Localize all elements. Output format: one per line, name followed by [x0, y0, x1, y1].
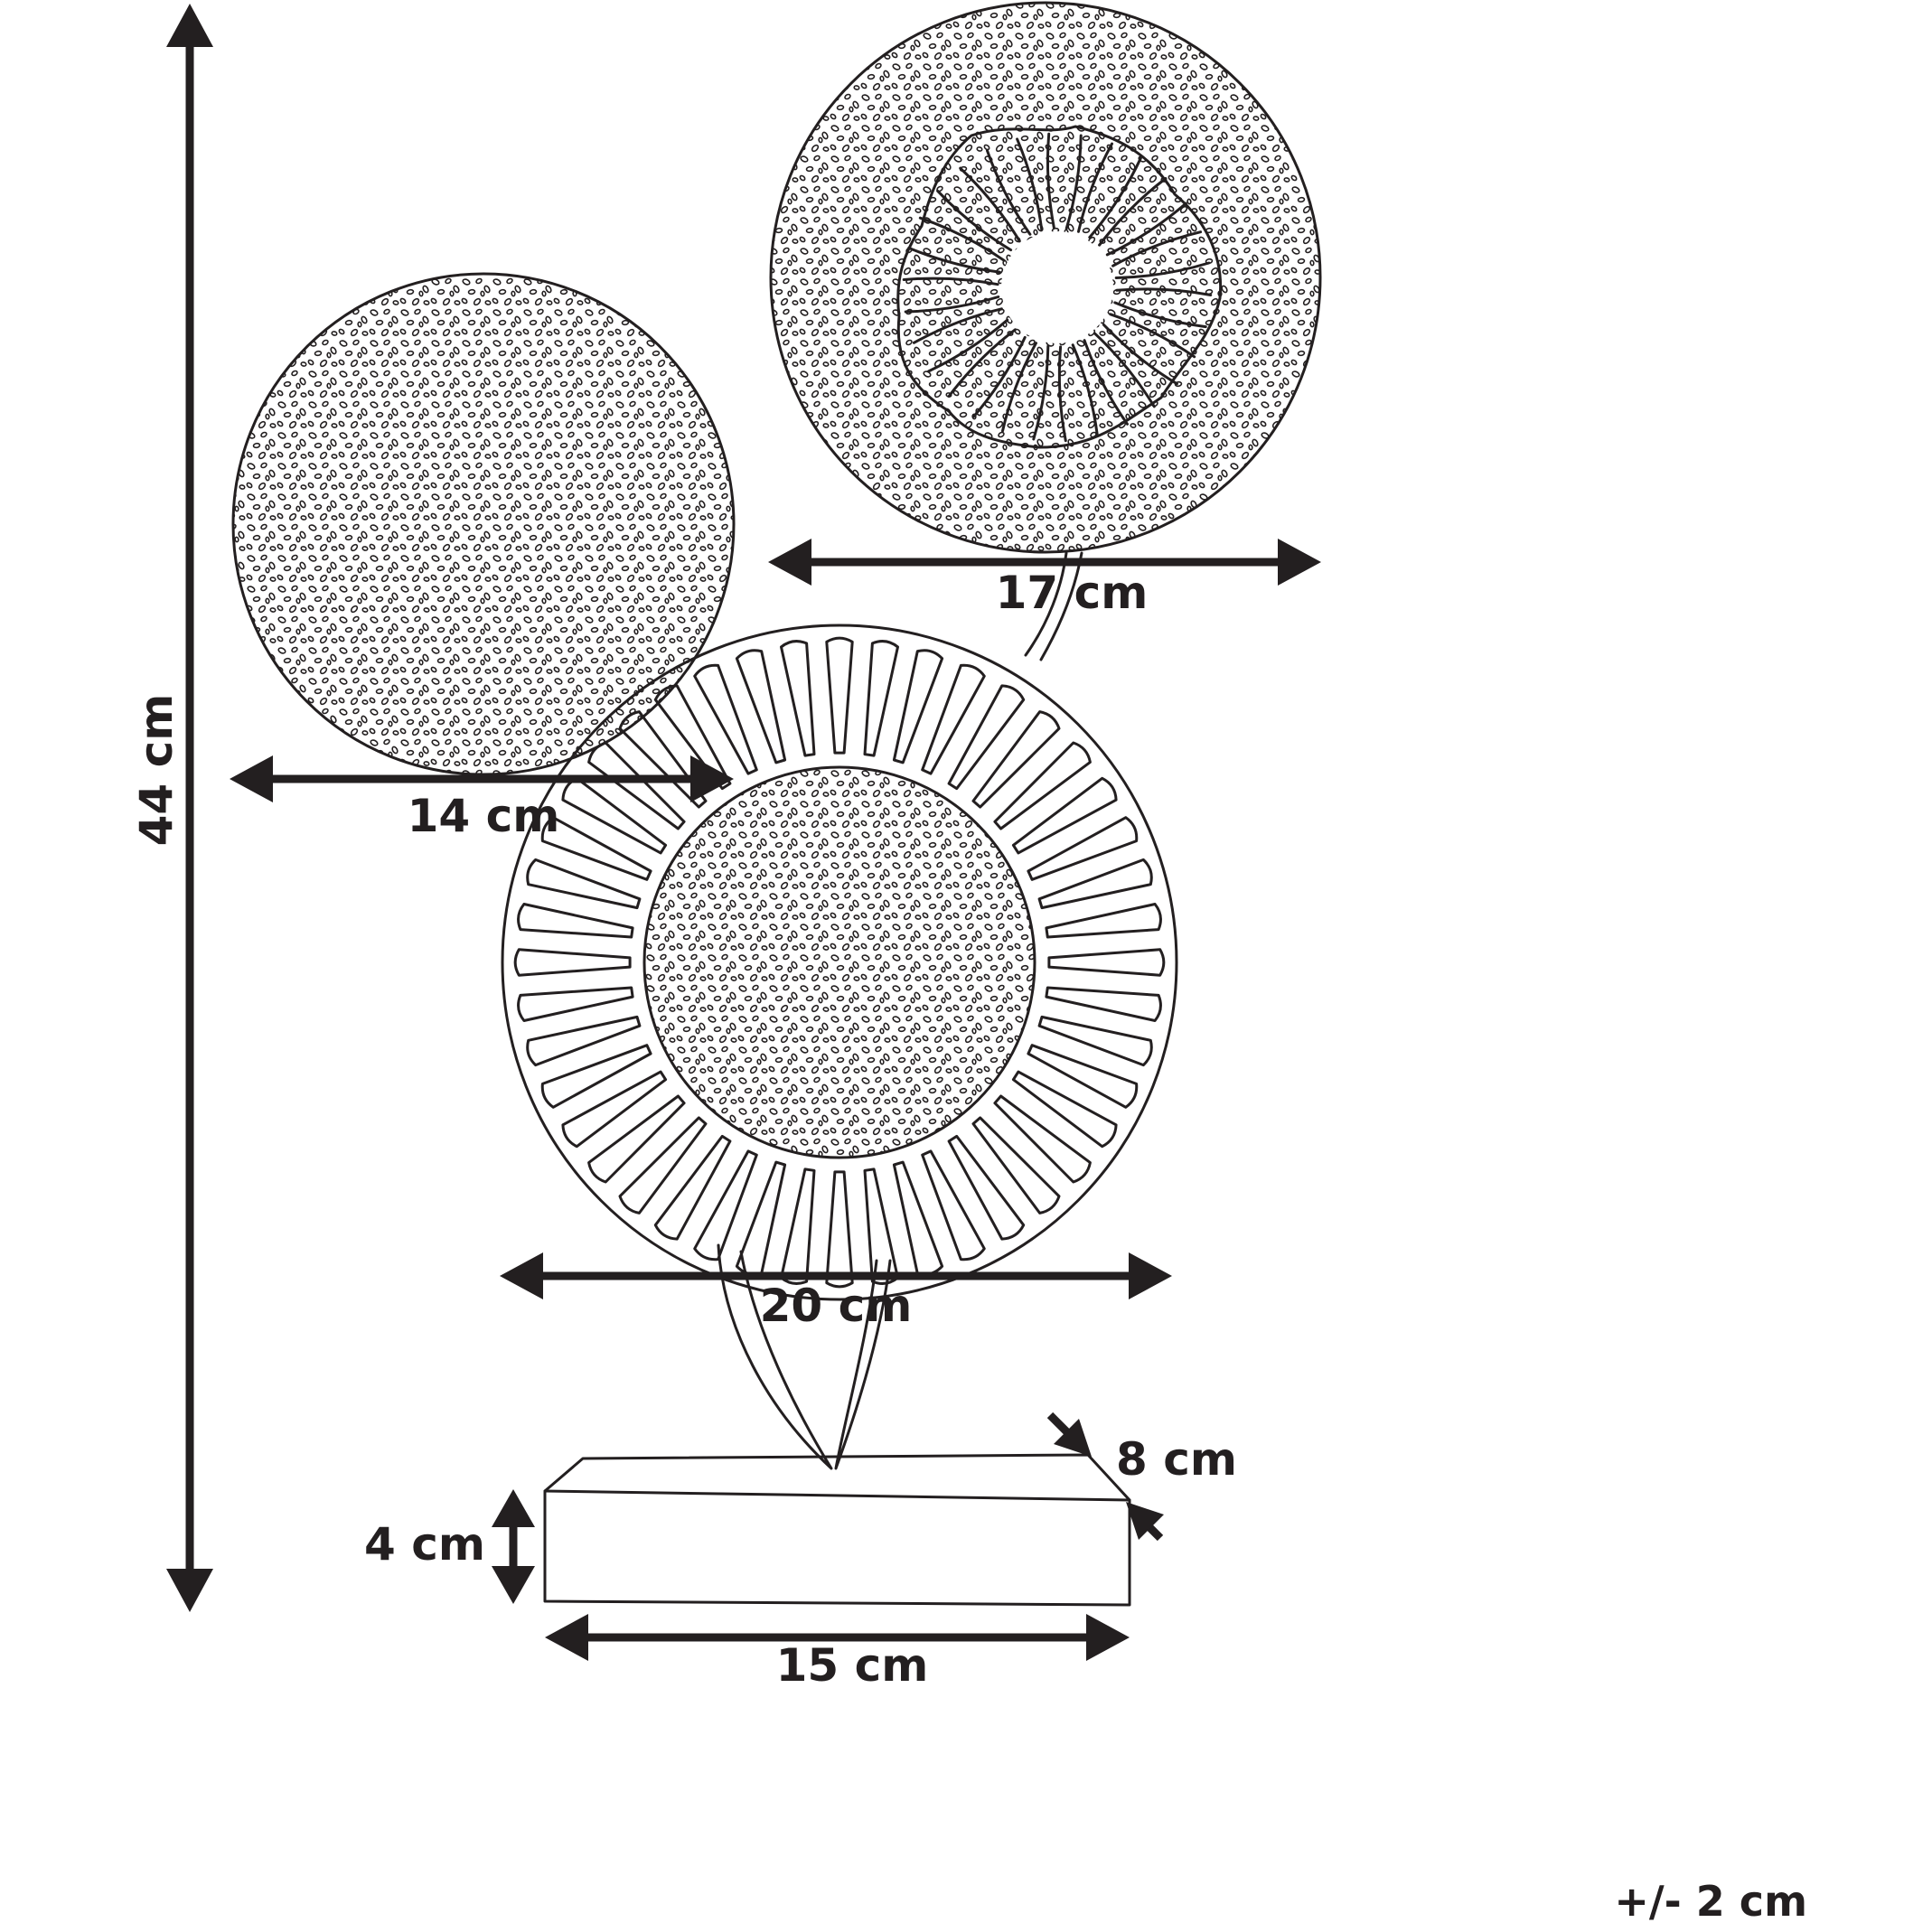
sunburst-ray	[561, 1070, 668, 1149]
height-label: 44 cm	[130, 694, 183, 847]
stem-lower-right	[834, 1259, 892, 1470]
sunburst-ray	[526, 858, 642, 910]
left-speckled-disc	[231, 272, 736, 776]
flower-petal-line	[918, 216, 1006, 262]
sunburst-ray	[1011, 1070, 1118, 1149]
flower-petal-line	[972, 335, 1027, 418]
flower-petal-line	[1102, 323, 1178, 386]
flower-petal-line	[1077, 142, 1113, 233]
flower-petal-line	[904, 295, 1000, 314]
flower-petal-line	[1046, 132, 1055, 230]
base-depth-label: 8 cm	[1116, 1433, 1237, 1486]
sunburst-ray	[526, 1015, 642, 1067]
stem-lower-left	[717, 1243, 833, 1470]
sunburst-ray	[587, 741, 686, 830]
sunburst-ray	[517, 903, 634, 939]
sunburst-ray	[863, 640, 899, 757]
sunburst-ray	[971, 710, 1061, 809]
sunburst-ray	[1037, 1015, 1153, 1067]
tolerance-note: +/- 2 cm	[1614, 1877, 1807, 1926]
flower-centre	[896, 125, 1223, 449]
sunburst-ray	[921, 663, 986, 775]
sunburst-ray	[1027, 816, 1139, 881]
sunburst-ray	[921, 1149, 986, 1261]
base-width-label: 15 cm	[776, 1639, 929, 1692]
flower-petal-line	[1032, 344, 1050, 441]
sunburst-ray	[735, 1160, 787, 1276]
dimension-labels: 44 cm 14 cm 17 cm 20 cm 8 cm 4 cm 15 cm …	[130, 567, 1807, 1926]
flower-petal-line	[927, 318, 1009, 373]
flower-petal-line	[1071, 343, 1099, 437]
flower-petal-line	[1083, 339, 1129, 426]
flower-petal-line	[947, 328, 1017, 398]
sunburst-ray	[693, 663, 758, 775]
flower-petal-lines	[902, 132, 1213, 443]
flower-petal-line	[1093, 332, 1156, 408]
flower-petal-line	[1111, 230, 1203, 267]
sunburst-ray	[1045, 986, 1162, 1022]
flower-petal-line	[1109, 313, 1196, 359]
sunburst-ray	[1037, 858, 1153, 910]
sunburst-ray	[863, 1168, 899, 1285]
sunburst-ray	[1045, 903, 1162, 939]
large-sunburst-disc	[501, 624, 1178, 1301]
base-height-label: 4 cm	[364, 1518, 485, 1571]
sunburst-ray	[517, 986, 634, 1022]
sunburst-ray	[780, 1168, 816, 1285]
sunburst-ray	[653, 1134, 732, 1241]
flower-petal-line	[1114, 261, 1211, 279]
sunburst-ray	[693, 1149, 758, 1261]
flower-petal-line	[1115, 287, 1213, 296]
sunburst-ray	[540, 816, 652, 881]
sunburst-ray	[892, 1160, 944, 1276]
sunburst-ray	[735, 649, 787, 764]
sunburst-ray	[993, 741, 1092, 830]
top-right-disc-width-label: 17 cm	[996, 567, 1149, 619]
sunburst-ray	[825, 1170, 854, 1289]
left-disc-width-label: 14 cm	[408, 790, 560, 842]
flower-petal-line	[959, 166, 1021, 243]
flower-petal-line	[907, 246, 1001, 274]
sunburst-ray	[892, 649, 944, 764]
flower-petal-line	[902, 277, 999, 286]
flower-petal-line	[1113, 301, 1207, 329]
flower-petal-line	[936, 189, 1013, 252]
sunburst-ray	[780, 640, 816, 757]
base-block	[543, 1453, 1131, 1607]
top-right-flower-disc	[769, 1, 1322, 554]
sunburst-ray	[587, 1094, 686, 1184]
sunburst-ray	[1027, 1044, 1139, 1109]
flower-petal-line	[912, 307, 1003, 344]
sunburst-ray	[947, 684, 1026, 791]
large-disc-width-label: 20 cm	[760, 1280, 913, 1332]
dimension-lines	[166, 4, 1321, 1661]
sunburst-ray	[1047, 948, 1166, 977]
sunburst-ray	[993, 1094, 1092, 1184]
flower-petal-line	[1016, 137, 1044, 231]
flower-petal-line	[1057, 345, 1067, 443]
flower-petal-line	[1064, 134, 1083, 230]
sunburst-ray	[825, 636, 854, 755]
sunburst-ray	[1011, 776, 1118, 855]
flower-petal-line	[1088, 156, 1142, 239]
flower-petal-line	[986, 149, 1032, 236]
flower-petal-line	[1105, 202, 1187, 257]
sunburst-ray	[947, 1134, 1026, 1241]
sunburst-rays	[513, 636, 1166, 1289]
sunburst-ray	[618, 1116, 708, 1215]
sunburst-ray	[971, 1116, 1061, 1215]
sunburst-ray	[513, 948, 632, 977]
sunburst-ray	[540, 1044, 652, 1109]
flower-petal-line	[1098, 177, 1168, 247]
flower-petal-line	[1001, 342, 1037, 433]
